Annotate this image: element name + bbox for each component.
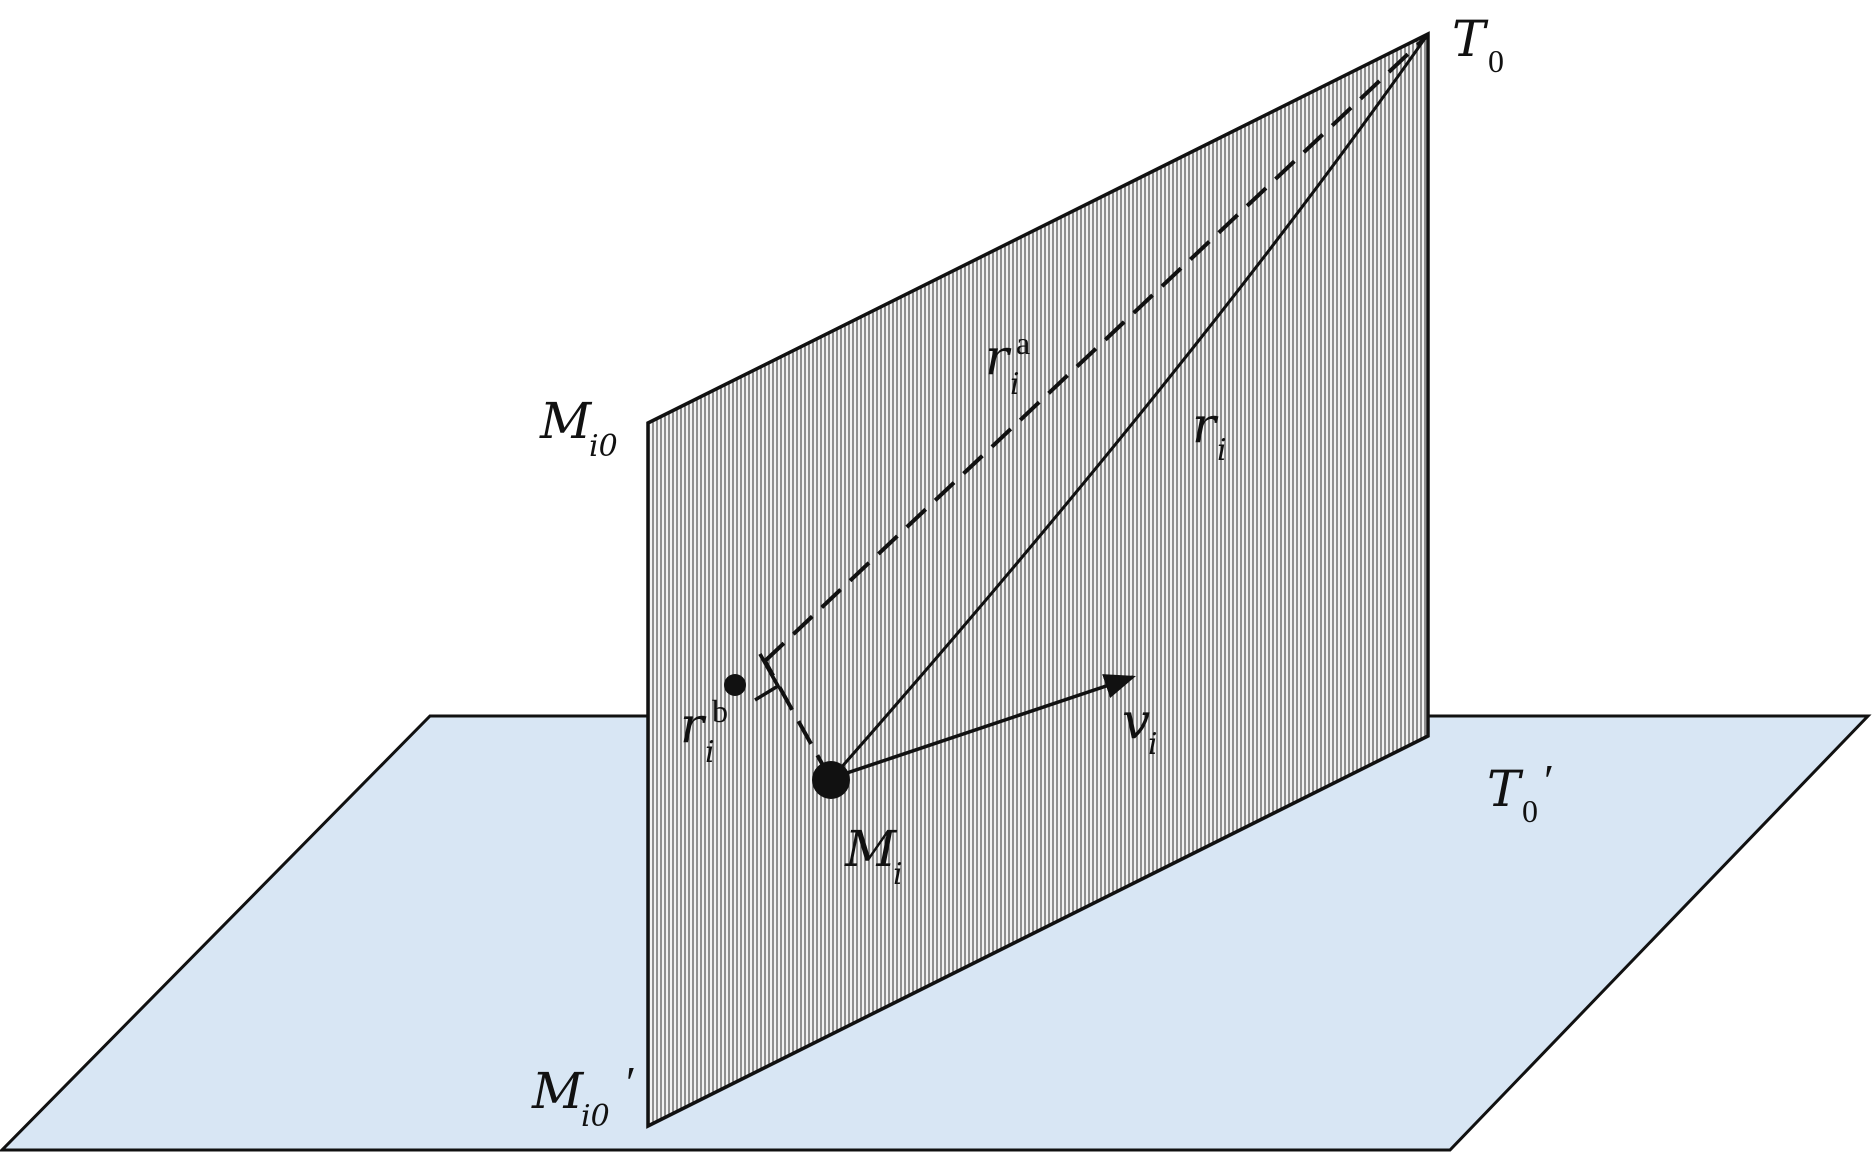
label-t0: T 0	[1452, 10, 1504, 79]
right-angle-marker-arm	[758, 653, 780, 687]
vi-arrow	[831, 674, 1136, 780]
label-t0-prime: T 0 ′	[1487, 755, 1554, 829]
ri-solid-line	[830, 33, 1430, 779]
label-vi: v i	[1122, 692, 1158, 762]
label-mi: M i	[844, 820, 903, 892]
foot-point	[724, 674, 746, 696]
ri-a-dashed-line	[763, 35, 1428, 663]
label-ri-a: r i a	[985, 325, 1030, 402]
label-ri: r i	[1192, 396, 1227, 468]
vertical-plane	[646, 31, 1430, 1129]
label-mi0: M i0	[539, 392, 618, 464]
label-mi0-prime: M i0 ′	[531, 1057, 636, 1134]
label-ri-b: r i b	[680, 693, 728, 770]
mi-point	[812, 761, 850, 799]
ri-b-dashed-line	[763, 660, 832, 779]
